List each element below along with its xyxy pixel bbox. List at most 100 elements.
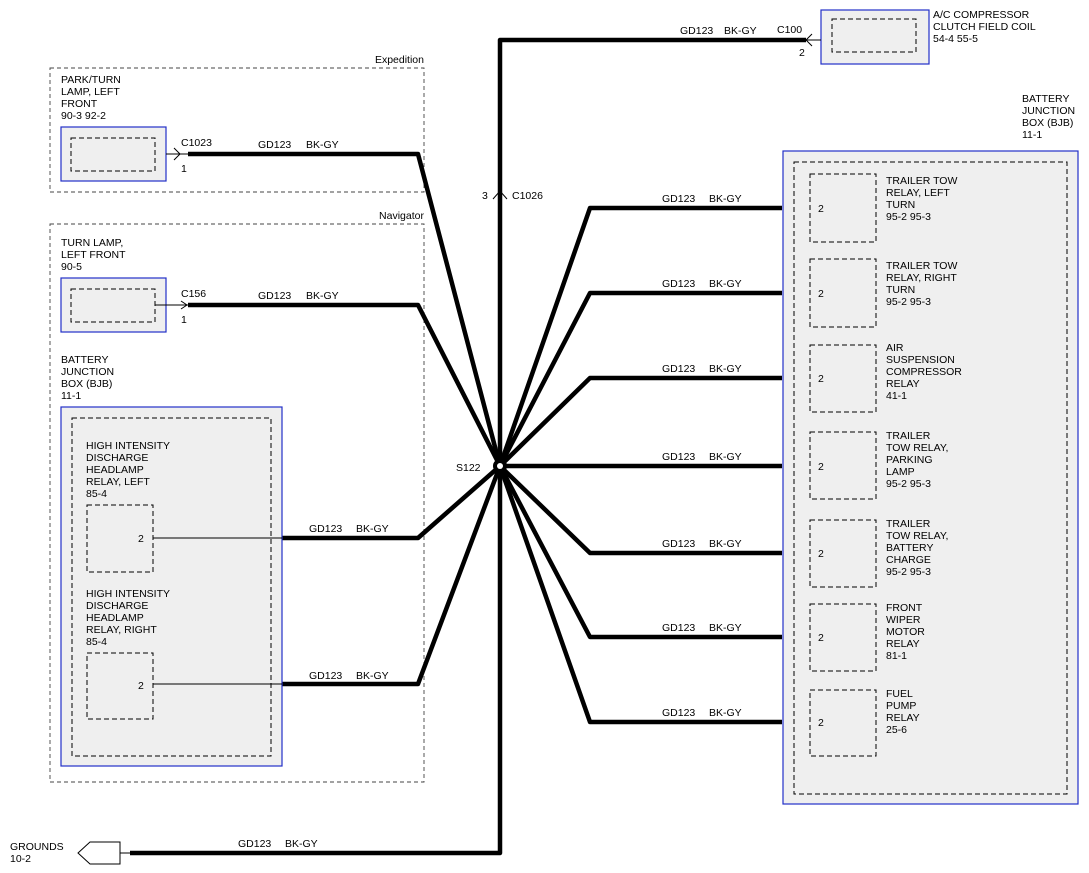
wire-labels: GD123 BK-GY GD123 BK-GY GD123 BK-GY GD12… (238, 25, 757, 850)
relay-line: TRAILER (886, 518, 931, 530)
wire-label-color: BK-GY (709, 451, 742, 463)
wire-label-circuit: GD123 (662, 538, 695, 550)
relay-line: SUSPENSION (886, 354, 955, 366)
relay-line: LAMP (886, 466, 915, 478)
park-turn-connector: C1023 (181, 137, 212, 149)
hid-right-ref: 85-4 (86, 636, 107, 648)
hid-right-line: DISCHARGE (86, 600, 148, 612)
wire-label-circuit: GD123 (309, 670, 342, 682)
wire-park-turn (188, 151, 503, 467)
wire-label-circuit: GD123 (258, 139, 291, 151)
trailer-tow-relay-battery-charge[interactable]: 2 TRAILER TOW RELAY, BATTERY CHARGE 95-2… (809, 518, 948, 588)
grounds-reference[interactable]: GROUNDS 10-2 (10, 841, 130, 865)
wire-label-color: BK-GY (356, 523, 389, 535)
hid-right-pin: 2 (138, 680, 144, 692)
hid-left-line: RELAY, LEFT (86, 476, 150, 488)
wire-hid-right (282, 465, 503, 687)
bjb-left-ref: 11-1 (61, 390, 81, 402)
battery-junction-box-right[interactable]: BATTERY JUNCTION BOX (BJB) 11-1 2 TRAILE… (782, 93, 1079, 805)
wire-label-circuit: GD123 (662, 278, 695, 290)
relay-line: TOW RELAY, (886, 530, 948, 542)
relay-line: RELAY (886, 712, 920, 724)
relay-ref: 95-2 95-3 (886, 478, 931, 490)
hid-right-line: HEADLAMP (86, 612, 144, 624)
relay-pin: 2 (818, 373, 824, 385)
trailer-tow-relay-parking-lamp[interactable]: 2 TRAILER TOW RELAY, PARKING LAMP 95-2 9… (809, 430, 948, 500)
relay-pin: 2 (818, 288, 824, 300)
ac-name-line1: A/C COMPRESSOR (933, 9, 1030, 21)
relay-pin: 2 (818, 461, 824, 473)
park-turn-ref: 90-3 92-2 (61, 110, 106, 122)
wire-label-circuit: GD123 (662, 193, 695, 205)
relay-line: TRAILER TOW (886, 175, 957, 187)
bjb-right-ref: 11-1 (1022, 129, 1042, 141)
navigator-label: Navigator (379, 210, 424, 222)
grounds-ref: 10-2 (10, 853, 31, 865)
relay-ref: 95-2 95-3 (886, 566, 931, 578)
relay-ref: 95-2 95-3 (886, 211, 931, 223)
relay-ref: 41-1 (886, 390, 907, 402)
turn-lamp-pin: 1 (181, 314, 187, 326)
hid-headlamp-relay-left[interactable]: HIGH INTENSITY DISCHARGE HEADLAMP RELAY,… (86, 440, 282, 573)
relay-ref: 25-6 (886, 724, 907, 736)
turn-lamp-left-front[interactable]: TURN LAMP, LEFT FRONT 90-5 C156 1 (60, 237, 206, 333)
expedition-label: Expedition (375, 54, 424, 66)
wire-label-circuit: GD123 (662, 451, 695, 463)
inline-connector-pin: 3 (482, 190, 488, 202)
inline-connector-c1026[interactable]: 3 C1026 (482, 190, 543, 202)
hid-headlamp-relay-right[interactable]: HIGH INTENSITY DISCHARGE HEADLAMP RELAY,… (86, 588, 282, 720)
turn-lamp-line: TURN LAMP, (61, 237, 123, 249)
ac-compressor-clutch[interactable]: C100 2 A/C COMPRESSOR CLUTCH FIELD COIL … (777, 9, 1036, 65)
wire-label-color: BK-GY (356, 670, 389, 682)
wire-label-color: BK-GY (709, 193, 742, 205)
trunk-wire (130, 37, 806, 856)
wire-label-circuit: GD123 (662, 707, 695, 719)
fuel-pump-relay[interactable]: 2 FUEL PUMP RELAY 25-6 (809, 688, 920, 757)
hid-left-line: HEADLAMP (86, 464, 144, 476)
bjb-left-line: BATTERY (61, 354, 108, 366)
wire-label-circuit: GD123 (662, 622, 695, 634)
air-suspension-compressor-relay[interactable]: 2 AIR SUSPENSION COMPRESSOR RELAY 41-1 (809, 342, 962, 413)
relay-line: FUEL (886, 688, 913, 700)
wires (130, 37, 806, 856)
trailer-tow-relay-left-turn[interactable]: 2 TRAILER TOW RELAY, LEFT TURN 95-2 95-3 (809, 173, 957, 243)
wire-label-color: BK-GY (724, 25, 757, 37)
trailer-tow-relay-right-turn[interactable]: 2 TRAILER TOW RELAY, RIGHT TURN 95-2 95-… (809, 258, 957, 328)
wire-label-color: BK-GY (709, 363, 742, 375)
bjb-right-line: JUNCTION (1022, 105, 1075, 117)
ac-connector-name: C100 (777, 24, 802, 36)
relay-line: TURN (886, 199, 915, 211)
wire-air-susp (498, 375, 782, 468)
wire-fuel-pump (497, 465, 782, 725)
bjb-left-line: JUNCTION (61, 366, 114, 378)
wire-turn-lamp (188, 302, 503, 468)
wire-tt-left-turn (497, 205, 782, 467)
relay-line: PARKING (886, 454, 932, 466)
wire-label-color: BK-GY (285, 838, 318, 850)
relay-line: CHARGE (886, 554, 931, 566)
relay-line: COMPRESSOR (886, 366, 962, 378)
ac-connector-pin: 2 (799, 47, 805, 59)
splice-label: S122 (456, 462, 481, 474)
relay-ref: 81-1 (886, 650, 907, 662)
relay-line: MOTOR (886, 626, 925, 638)
battery-junction-box-left[interactable]: BATTERY JUNCTION BOX (BJB) 11-1 HIGH INT… (60, 354, 283, 767)
wire-label-circuit: GD123 (238, 838, 271, 850)
relay-line: PUMP (886, 700, 916, 712)
park-turn-line: PARK/TURN (61, 74, 121, 86)
bjb-left-line: BOX (BJB) (61, 378, 112, 390)
relay-ref: 95-2 95-3 (886, 296, 931, 308)
wire-label-color: BK-GY (709, 622, 742, 634)
navigator-section: Navigator (49, 210, 424, 783)
relay-line: BATTERY (886, 542, 933, 554)
splice-s122[interactable]: S122 (456, 459, 507, 474)
turn-lamp-line: LEFT FRONT (61, 249, 126, 261)
wire-tt-right-turn (498, 290, 782, 468)
relay-line: RELAY, LEFT (886, 187, 950, 199)
park-turn-lamp-left-front[interactable]: PARK/TURN LAMP, LEFT FRONT 90-3 92-2 C10… (60, 74, 212, 182)
front-wiper-motor-relay[interactable]: 2 FRONT WIPER MOTOR RELAY 81-1 (809, 602, 925, 672)
hid-right-line: RELAY, RIGHT (86, 624, 157, 636)
relay-line: WIPER (886, 614, 921, 626)
